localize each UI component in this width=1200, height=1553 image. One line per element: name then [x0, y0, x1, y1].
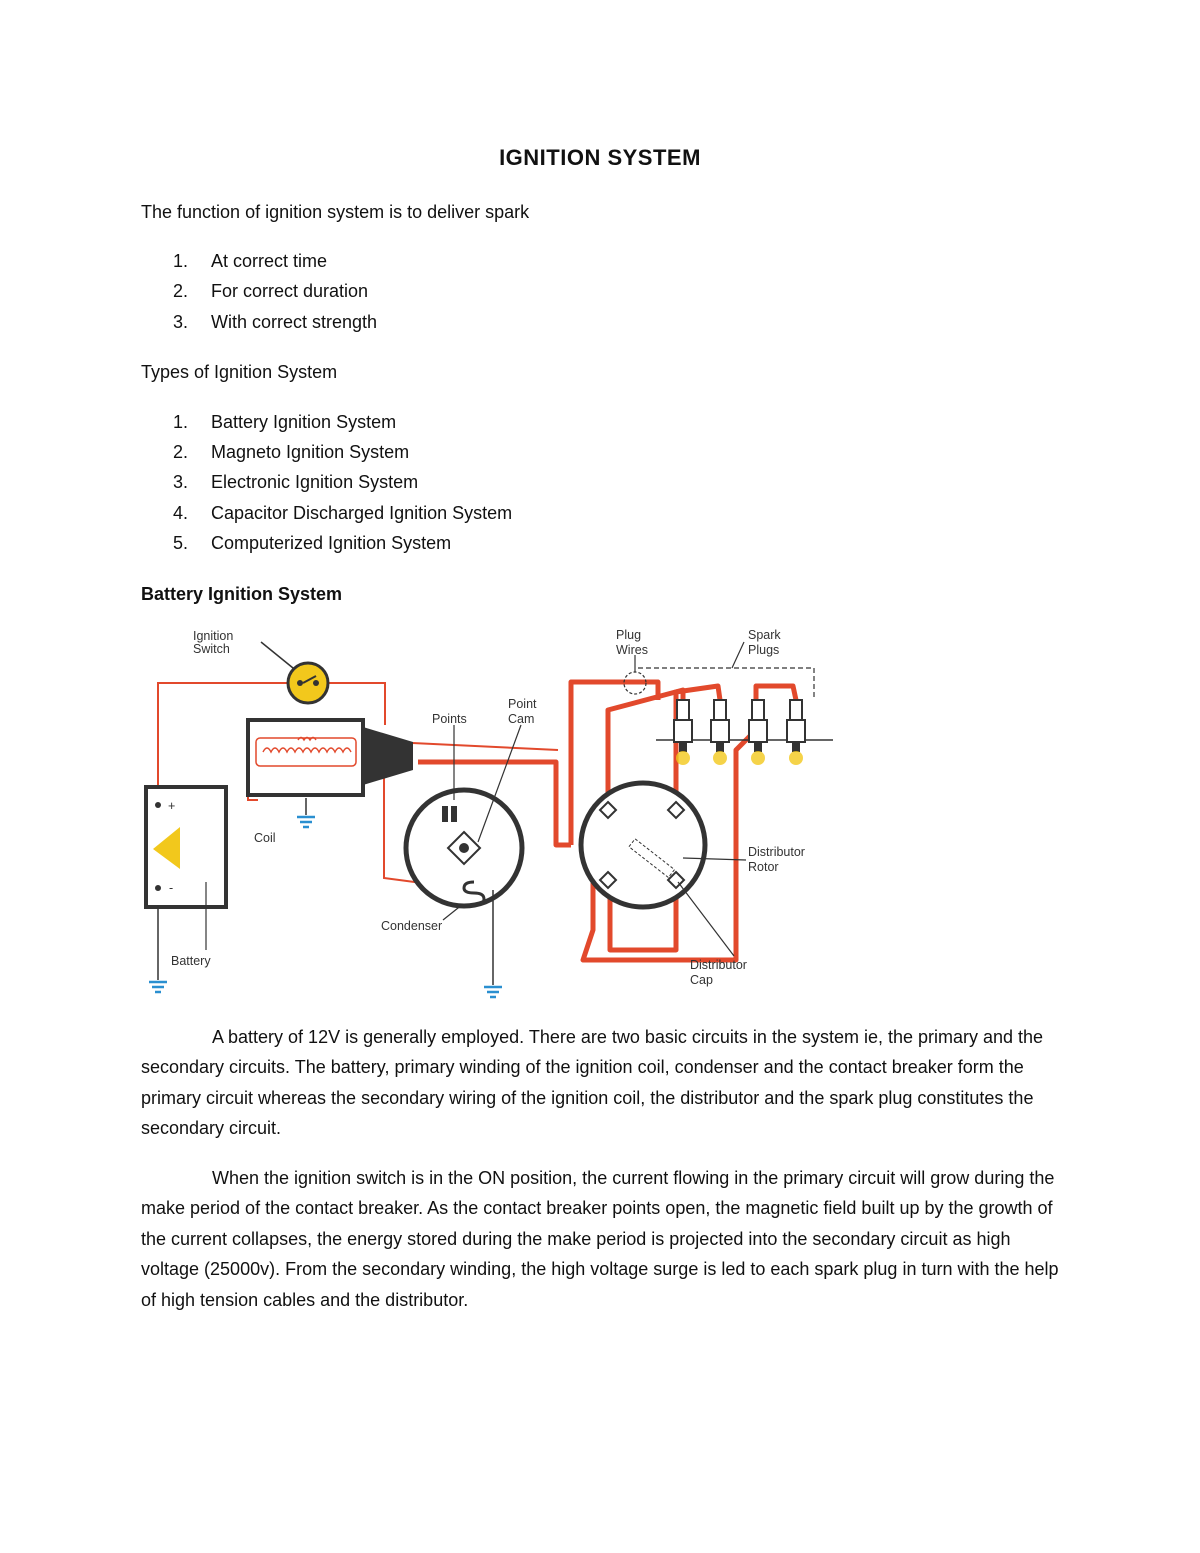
battery-minus-label: - — [169, 881, 173, 895]
ground-symbols — [149, 798, 502, 999]
contact-breaker — [403, 724, 525, 909]
list-text: Computerized Ignition System — [211, 533, 452, 553]
battery — [144, 785, 228, 950]
list-text: Capacitor Discharged Ignition System — [211, 503, 513, 523]
list-number: 5. — [173, 533, 189, 553]
point-cam-label-1: Point — [508, 697, 537, 711]
paragraph-operation: When the ignition switch is in the ON po… — [141, 1163, 1061, 1315]
condenser-icon — [442, 880, 494, 985]
section-heading: Battery Ignition System — [141, 584, 343, 604]
distributor-cap-label-2: Cap — [690, 973, 713, 987]
list-number: 2. — [173, 442, 189, 462]
list-text: Battery Ignition System — [211, 412, 397, 432]
paragraph-primary-secondary: A battery of 12V is generally employed. … — [141, 1022, 1061, 1144]
list-number: 3. — [173, 312, 189, 332]
secondary-wiring — [418, 679, 799, 963]
list-number: 1. — [173, 251, 189, 271]
list-item: 3. With correct strength — [173, 312, 377, 333]
paragraph-1-text: A battery of 12V is generally employed. … — [141, 1027, 1044, 1139]
list-item: 4. Capacitor Discharged Ignition System — [173, 503, 512, 524]
distributor-cap-label-1: Distributor — [690, 958, 747, 972]
list-item: 2. Magneto Ignition System — [173, 442, 409, 463]
list-item: 2. For correct duration — [173, 281, 368, 302]
list-text: At correct time — [211, 251, 328, 271]
battery-plus-label: + — [168, 799, 175, 813]
list-number: 1. — [173, 412, 189, 432]
list-number: 4. — [173, 503, 189, 523]
ignition-diagram: Ignition Switch Points Point Cam Plug Wi… — [144, 628, 833, 999]
list-item: 5. Computerized Ignition System — [173, 533, 451, 554]
coil-label: Coil — [254, 831, 276, 845]
coil — [246, 718, 413, 797]
points-label: Points — [432, 712, 467, 726]
list-number: 3. — [173, 472, 189, 492]
intro-text: The function of ignition system is to de… — [141, 202, 530, 222]
types-heading: Types of Ignition System — [141, 362, 338, 382]
spark-plugs-label-2: Plugs — [748, 643, 779, 657]
spark-plugs — [623, 641, 833, 765]
condenser-label: Condenser — [381, 919, 442, 933]
page-title: IGNITION SYSTEM — [499, 145, 701, 170]
distributor-rotor-label-2: Rotor — [748, 860, 779, 874]
spark-plugs-label-1: Spark — [748, 628, 781, 642]
list-text: With correct strength — [211, 312, 378, 332]
paragraph-2-text: When the ignition switch is in the ON po… — [141, 1168, 1059, 1310]
list-item: 3. Electronic Ignition System — [173, 472, 418, 493]
list-number: 2. — [173, 281, 189, 301]
plug-wires-label-1: Plug — [616, 628, 641, 642]
plug-wires-label-2: Wires — [616, 643, 648, 657]
list-item: 1. At correct time — [173, 251, 327, 272]
list-text: For correct duration — [211, 281, 369, 301]
distributor — [578, 780, 747, 957]
ignition-switch-icon — [260, 641, 330, 705]
battery-label: Battery — [171, 954, 211, 968]
list-item: 1. Battery Ignition System — [173, 412, 396, 433]
ignition-switch-label-2: Switch — [193, 642, 230, 656]
point-cam-label-2: Cam — [508, 712, 534, 726]
distributor-rotor-label-1: Distributor — [748, 845, 805, 859]
list-text: Electronic Ignition System — [211, 472, 419, 492]
list-text: Magneto Ignition System — [211, 442, 410, 462]
ignition-switch-label-1: Ignition — [193, 629, 233, 643]
